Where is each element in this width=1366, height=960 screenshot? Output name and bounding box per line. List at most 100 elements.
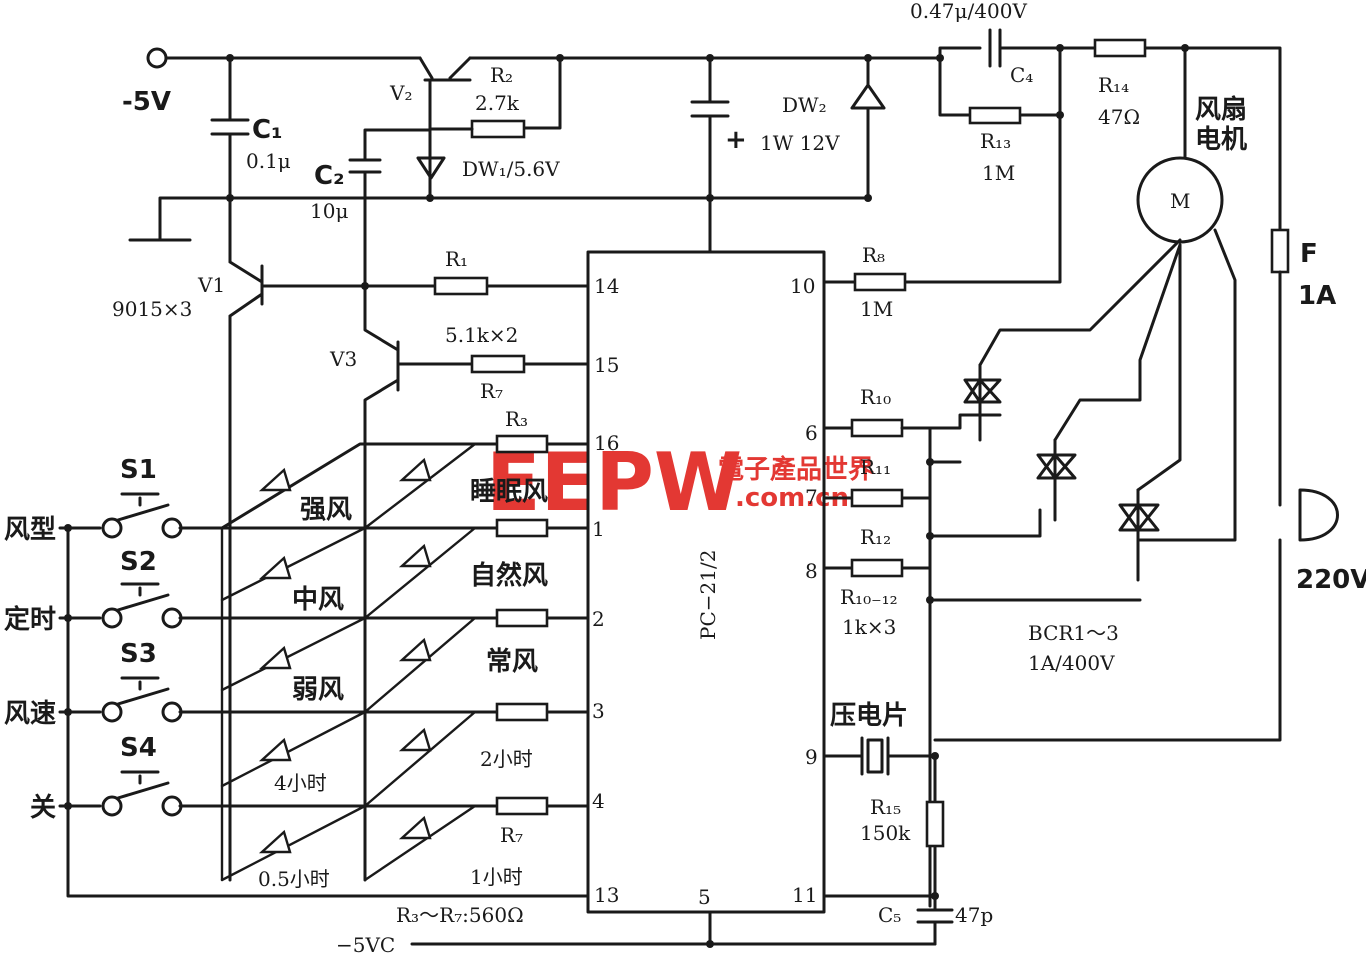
fuse [1270, 228, 1290, 274]
r7x2-resistor [470, 354, 526, 374]
chip-pc21 [586, 250, 826, 914]
switch-s1: S1 [120, 455, 157, 485]
left-bus [66, 526, 590, 898]
v1-type: 9015×3 [112, 297, 192, 321]
electrolytic-capacitor [690, 56, 730, 252]
motor-label-1: 风扇 [1195, 94, 1247, 125]
r1012-value: 1k×3 [842, 615, 896, 639]
c2-capacitor [348, 128, 432, 292]
svg-text:11: 11 [792, 883, 817, 907]
input-timer: 定时 [4, 604, 56, 635]
led-normal: 常风 [486, 647, 538, 677]
switch-s2: S2 [120, 547, 157, 577]
r11-resistor [850, 488, 904, 508]
svg-text:8: 8 [805, 559, 818, 583]
input-off: 关 [30, 793, 56, 823]
r7x2-label: 5.1k×2 [445, 323, 518, 347]
svg-text:R₇: R₇ [500, 823, 523, 847]
supply-bottom-label: −5VC [336, 933, 395, 957]
mains-plug [933, 488, 1339, 742]
r1-resistor [433, 276, 489, 296]
r11-label: R₁₁ [860, 455, 891, 479]
switch-s3: S3 [120, 639, 157, 669]
bottom-rail [410, 910, 937, 946]
chip-left-pins: 14 15 16 1 2 3 4 13 [592, 274, 619, 907]
dw1-label: DW₁/5.6V [462, 157, 560, 181]
cap-plus: + [725, 125, 747, 155]
motor-symbol: M [1170, 189, 1190, 213]
r14-resistor [1093, 38, 1147, 58]
r1012-label: R₁₀₋₁₂ [840, 585, 898, 609]
supply-top-label: -5V [122, 87, 171, 117]
v1-label: V1 [197, 273, 225, 297]
svg-text:15: 15 [594, 353, 619, 377]
led-2h: 2小时 [480, 747, 533, 771]
fuse-label: F [1300, 239, 1318, 269]
switch-s4: S4 [120, 733, 157, 763]
dw2-value: 1W 12V [760, 131, 840, 155]
piezo-element [822, 736, 937, 776]
r8-label: R₈ [862, 243, 885, 267]
v3-transistor [363, 288, 400, 882]
svg-text:2: 2 [592, 607, 605, 631]
r13-label: R₁₃ [980, 129, 1011, 153]
r13-resistor [968, 106, 1022, 125]
c5-value: 47p [955, 903, 993, 927]
input-speed: 风速 [4, 699, 56, 729]
c2-label: C₂ [314, 161, 344, 191]
c1-value: 0.1μ [246, 149, 291, 173]
c1-capacitor [210, 56, 250, 202]
r3r7-value: R₃～R₇:560Ω [396, 903, 524, 927]
r10-resistor [850, 418, 904, 438]
svg-text:6: 6 [805, 421, 818, 445]
c4-value: 0.47μ/400V [910, 0, 1027, 23]
r15-label: R₁₅ [870, 795, 901, 819]
led-strong: 强风 [300, 495, 352, 525]
svg-text:16: 16 [594, 431, 619, 455]
c4-capacitor [938, 28, 1062, 117]
v2-label: V₂ [389, 81, 412, 105]
chip-right-pins: 10 6 7 8 9 11 5 [698, 274, 818, 909]
switches [101, 492, 183, 817]
svg-text:3: 3 [592, 699, 605, 723]
supply-terminal [146, 47, 168, 69]
r15-resistor [925, 800, 945, 848]
dw2-label: DW₂ [782, 93, 827, 117]
c4-label: C₄ [1010, 63, 1033, 87]
dw1-zener [416, 156, 446, 180]
v2-transistor [418, 56, 472, 202]
r13-value: 1M [982, 161, 1015, 185]
c2-value: 10μ [310, 199, 348, 223]
c5-label: C₅ [878, 903, 901, 927]
svg-text:10: 10 [790, 274, 815, 298]
fuse-value: 1A [1298, 281, 1336, 311]
svg-text:4: 4 [592, 789, 605, 813]
r2-label: R₂ [490, 63, 513, 87]
r7b-label: R₇ [480, 379, 503, 403]
r14-value: 47Ω [1098, 105, 1140, 129]
r8-value: 1M [860, 297, 893, 321]
top-rail-wire [164, 46, 1282, 232]
r10-label: R₁₀ [860, 385, 891, 409]
r12-resistor [850, 558, 904, 578]
r12-label: R₁₂ [860, 525, 891, 549]
svg-text:1: 1 [592, 517, 605, 541]
v1-transistor [228, 198, 264, 882]
r14-label: R₁₄ [1098, 73, 1129, 97]
svg-text:13: 13 [594, 883, 619, 907]
eepw-chinese: 電子產品世界 [718, 454, 874, 485]
r2-value: 2.7k [475, 91, 520, 115]
motor-label-2: 电机 [1195, 125, 1247, 155]
led-weak: 弱风 [292, 675, 344, 705]
led-sleep: 睡眠风 [470, 477, 548, 507]
led-4h: 4小时 [274, 771, 327, 795]
r8-resistor [853, 272, 907, 292]
triac-value: 1A/400V [1028, 651, 1115, 675]
svg-text:9: 9 [805, 745, 818, 769]
eepw-watermark: EEPW 電子產品世界 .com.cn [486, 436, 874, 529]
input-mode: 风型 [4, 515, 56, 545]
r15-value: 150k [860, 821, 911, 845]
triac-name: BCR1～3 [1028, 621, 1119, 645]
mains-label: 220V [1296, 565, 1366, 595]
